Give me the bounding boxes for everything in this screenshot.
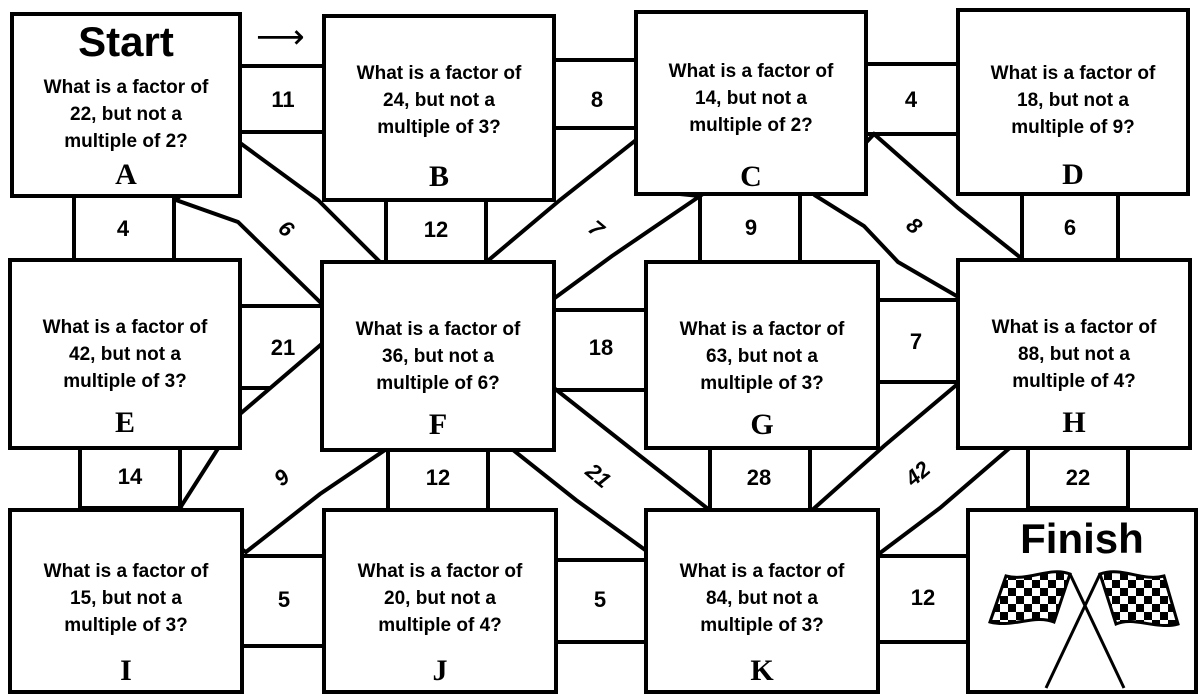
path-label-ij: 5 bbox=[278, 587, 290, 613]
letter-d: D bbox=[960, 160, 1186, 190]
path-label-k-finish: 12 bbox=[911, 585, 935, 611]
path-label-cd: 4 bbox=[905, 87, 917, 113]
letter-e: E bbox=[12, 408, 238, 438]
path-label-cg: 9 bbox=[745, 215, 757, 241]
checkered-flags-icon bbox=[984, 564, 1184, 692]
path-label-ae: 4 bbox=[117, 216, 129, 242]
letter-i: I bbox=[12, 656, 240, 686]
start-arrow: ⟶ bbox=[256, 20, 305, 54]
path-label-jk: 5 bbox=[594, 587, 606, 613]
path-label-bf: 12 bbox=[424, 217, 448, 243]
path-label-fg: 18 bbox=[589, 335, 613, 361]
path-label-ef: 21 bbox=[271, 335, 295, 361]
start-label: Start bbox=[14, 18, 238, 66]
letter-c: C bbox=[638, 162, 864, 192]
path-label-fj: 12 bbox=[426, 465, 450, 491]
path-label-bc: 8 bbox=[591, 87, 603, 113]
letter-b: B bbox=[326, 162, 552, 192]
path-label-gh: 7 bbox=[910, 329, 922, 355]
letter-j: J bbox=[326, 656, 554, 686]
finish-box[interactable]: Finish bbox=[966, 508, 1198, 694]
letter-h: H bbox=[960, 408, 1188, 438]
letter-g: G bbox=[648, 410, 876, 440]
finish-label: Finish bbox=[970, 516, 1194, 562]
letter-a: A bbox=[14, 160, 238, 190]
letter-k: K bbox=[648, 656, 876, 686]
letter-f: F bbox=[324, 410, 552, 440]
path-label-dh: 6 bbox=[1064, 215, 1076, 241]
path-label-h-finish: 22 bbox=[1066, 465, 1090, 491]
path-label-gk: 28 bbox=[747, 465, 771, 491]
path-label-ei: 14 bbox=[118, 464, 142, 490]
path-label-ab: 11 bbox=[271, 87, 294, 113]
